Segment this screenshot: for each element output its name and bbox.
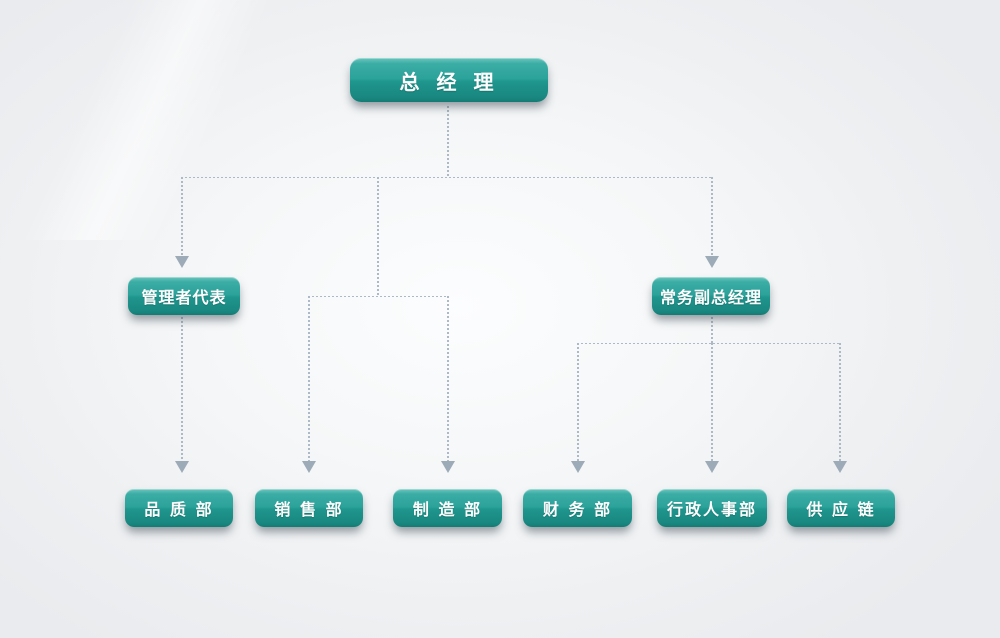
org-node-finance-dept: 财 务 部 bbox=[523, 489, 632, 527]
connector-trunk-gm bbox=[447, 106, 449, 178]
org-node-label: 销 售 部 bbox=[274, 500, 344, 519]
connector-drop-sales bbox=[308, 296, 310, 462]
connector-rail-level2 bbox=[181, 176, 712, 178]
arrow-down-icon bbox=[571, 461, 585, 473]
org-node-deputy-general-manager: 常务副总经理 bbox=[652, 277, 770, 315]
connector-drop-hr bbox=[711, 343, 713, 462]
connector-drop-supply bbox=[839, 343, 841, 462]
arrow-down-icon bbox=[705, 256, 719, 268]
org-node-label: 总 经 理 bbox=[399, 69, 499, 94]
connector-rail-mid bbox=[308, 295, 448, 297]
arrow-down-icon bbox=[441, 461, 455, 473]
org-node-quality-dept: 品 质 部 bbox=[125, 489, 233, 527]
org-node-label: 管理者代表 bbox=[141, 288, 227, 307]
org-node-label: 供 应 链 bbox=[806, 500, 876, 519]
connector-drop-mfg bbox=[447, 296, 449, 462]
org-node-label: 常务副总经理 bbox=[659, 288, 762, 307]
arrow-down-icon bbox=[705, 461, 719, 473]
org-node-sales-dept: 销 售 部 bbox=[255, 489, 363, 527]
arrow-down-icon bbox=[302, 461, 316, 473]
connector-drop-finance bbox=[577, 343, 579, 462]
connector-stub-dgm bbox=[711, 317, 713, 344]
org-node-manufacturing-dept: 制 造 部 bbox=[393, 489, 502, 527]
org-node-admin-hr-dept: 行政人事部 bbox=[657, 489, 767, 527]
connector-drop-dgm bbox=[711, 177, 713, 257]
connector-branch-mid bbox=[377, 177, 379, 296]
arrow-down-icon bbox=[175, 256, 189, 268]
arrow-down-icon bbox=[833, 461, 847, 473]
org-node-label: 行政人事部 bbox=[666, 500, 757, 519]
org-node-label: 品 质 部 bbox=[144, 500, 214, 519]
org-node-supply-chain: 供 应 链 bbox=[787, 489, 895, 527]
connector-drop-rep bbox=[181, 177, 183, 257]
arrow-down-icon bbox=[175, 461, 189, 473]
org-node-general-manager: 总 经 理 bbox=[350, 58, 548, 102]
org-node-label: 制 造 部 bbox=[412, 500, 483, 519]
org-node-management-representative: 管理者代表 bbox=[128, 277, 240, 315]
connector-rail-dgm bbox=[577, 342, 840, 344]
connector-drop-quality bbox=[181, 317, 183, 462]
org-node-label: 财 务 部 bbox=[542, 500, 613, 519]
